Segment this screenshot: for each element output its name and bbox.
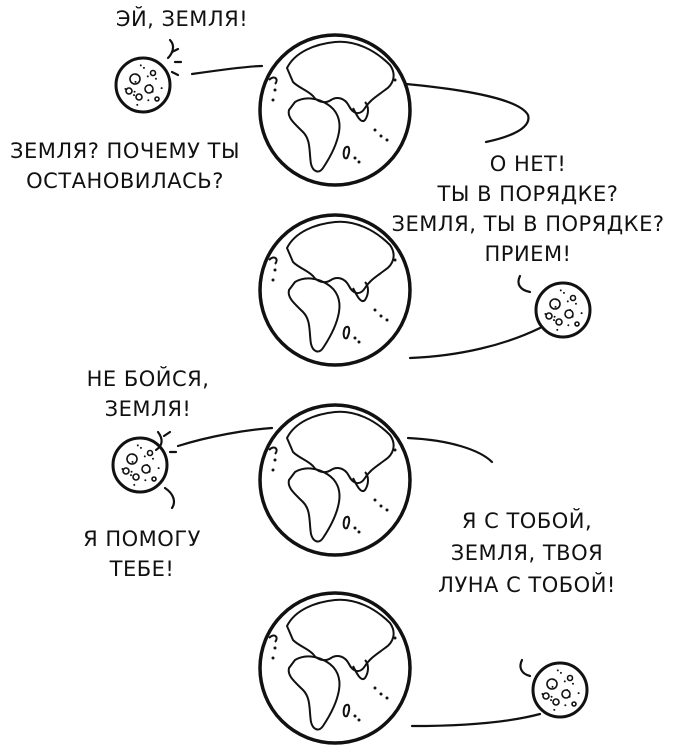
moon-2 (534, 281, 592, 339)
speech-tail-1 (166, 38, 175, 60)
orbit-line-1a (190, 64, 264, 76)
orbit-line-4 (410, 712, 542, 728)
moon-4-motion-lines (519, 658, 532, 678)
speech-earth-are-you-ok: ЗЕМЛЯ, ТЫ В ПОРЯДКЕ? (391, 212, 665, 236)
speech-dont-worry-2: ЗЕМЛЯ! (104, 397, 192, 421)
orbit-line-2 (408, 326, 542, 360)
moon-3 (111, 436, 169, 494)
speech-oh-no: О НЕТ! (489, 152, 567, 176)
speech-with-you-1: Я С ТОБОЙ, (461, 509, 593, 533)
speech-hey-earth: ЭЙ, ЗЕМЛЯ! (115, 7, 249, 31)
earth-2 (258, 213, 412, 367)
speech-tail-3a (154, 430, 163, 452)
speech-why-stopped-1: ЗЕМЛЯ? ПОЧЕМУ ТЫ (10, 139, 240, 163)
moon-1 (114, 56, 172, 114)
speech-help-2: ТЕБЕ! (109, 557, 175, 581)
speech-tail-3b (163, 486, 176, 510)
earth-4 (258, 591, 412, 745)
earth-1 (258, 33, 412, 187)
earth-3 (258, 403, 412, 557)
orbit-line-3a (176, 426, 274, 448)
speech-tail-2 (517, 274, 532, 294)
moon-3-motion-lines (162, 430, 178, 454)
moon-1-motion-lines (170, 47, 183, 77)
orbit-line-1b (404, 82, 530, 144)
orbit-line-3b (406, 436, 494, 464)
speech-why-stopped-2: ОСТАНОВИЛАСЬ? (26, 169, 224, 193)
moon-4 (531, 661, 589, 719)
speech-help-1: Я ПОМОГУ (83, 527, 201, 551)
speech-dont-worry-1: НЕ БОЙСЯ, (86, 367, 210, 391)
speech-with-you-3: ЛУНА С ТОБОЙ! (438, 573, 616, 597)
speech-with-you-2: ЗЕМЛЯ, ТВОЯ (450, 541, 604, 565)
speech-come-in: ПРИЕМ! (484, 242, 572, 266)
speech-are-you-ok: ТЫ В ПОРЯДКЕ? (437, 182, 619, 206)
